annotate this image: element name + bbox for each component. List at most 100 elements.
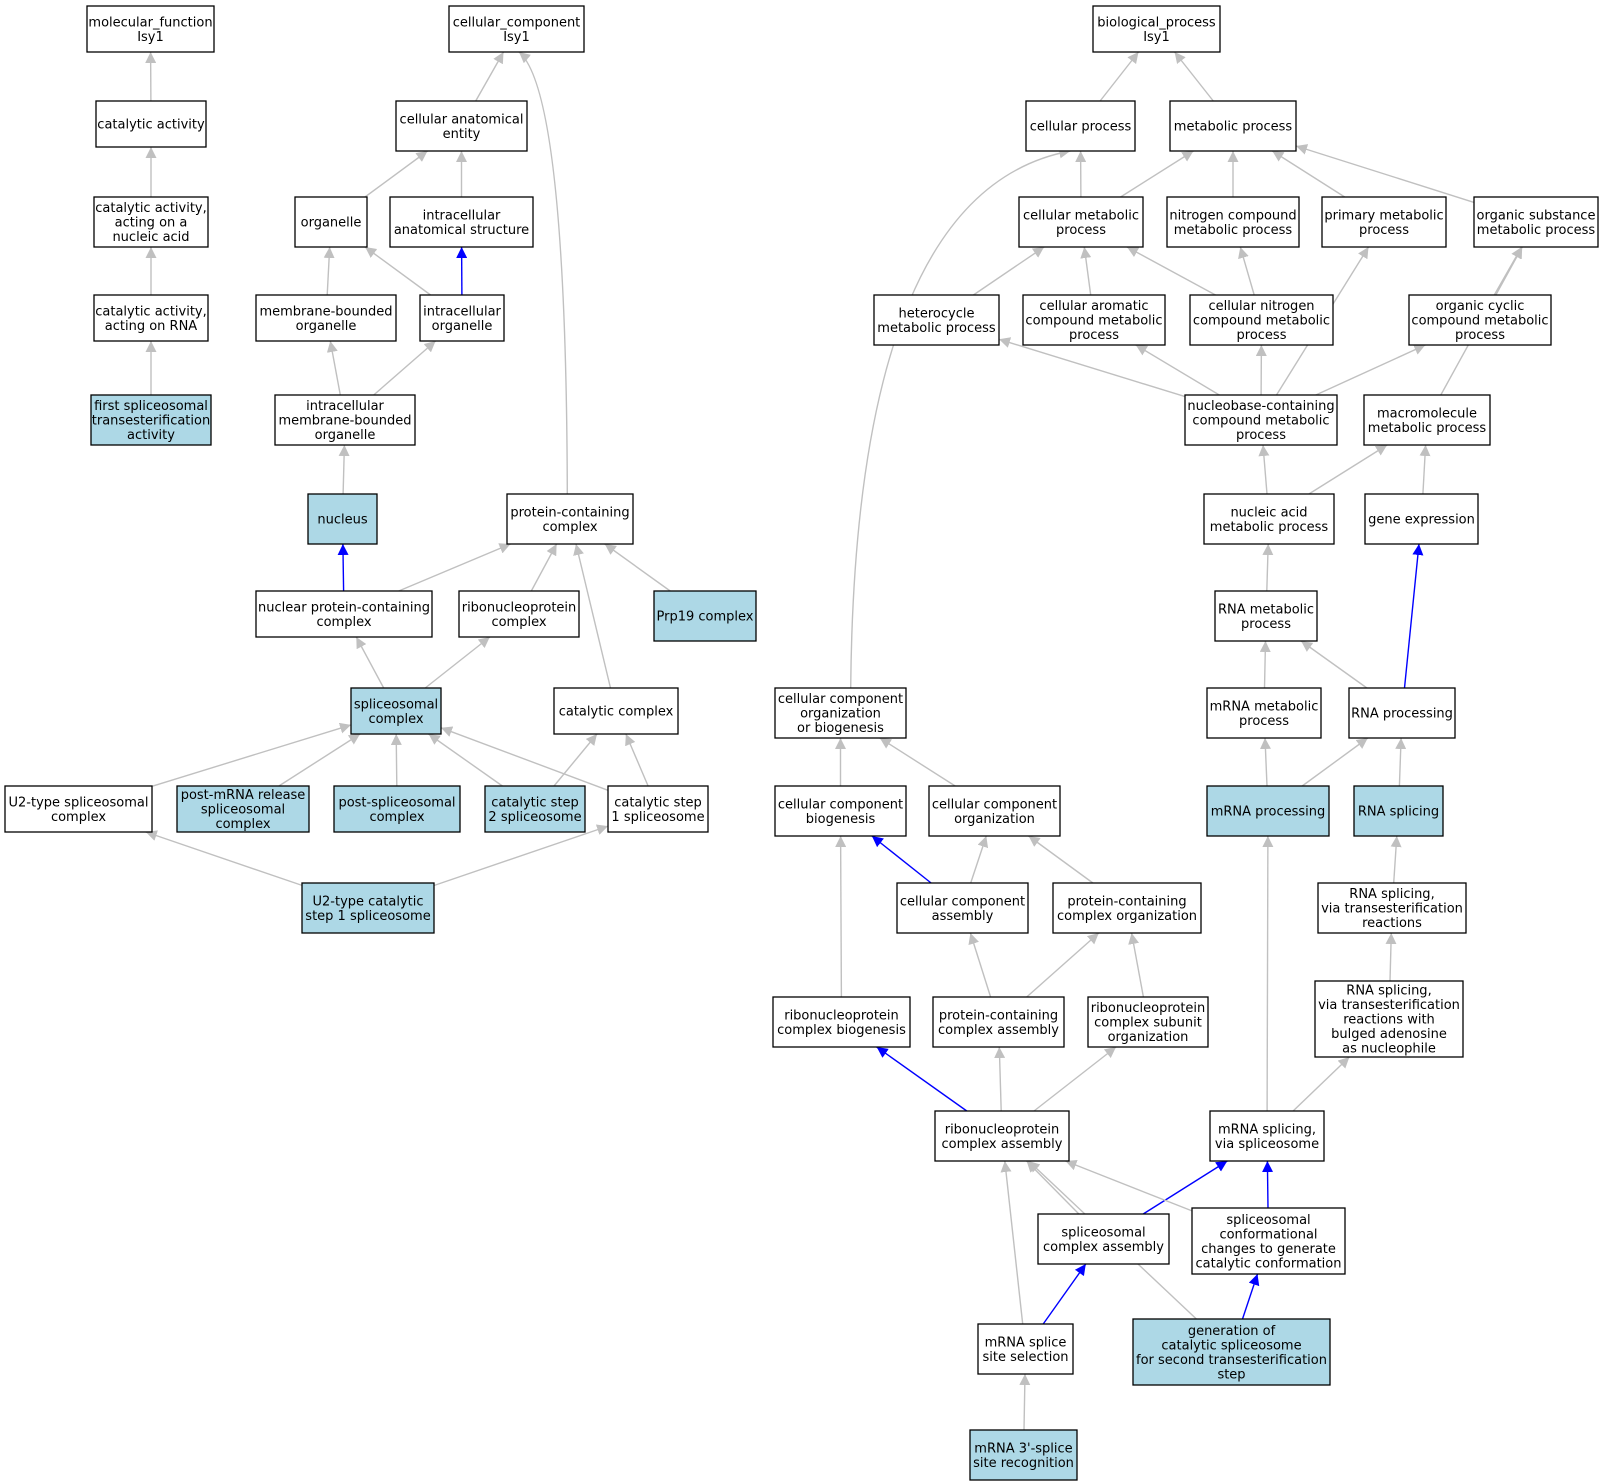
go-term-node-cp[interactable]: cellular process bbox=[1025, 100, 1136, 152]
go-term-node-nuc[interactable]: nucleus bbox=[307, 493, 378, 545]
node-label-line: cellular component bbox=[778, 692, 903, 707]
go-term-node-rspltb[interactable]: RNA splicing,via transesterificationreac… bbox=[1314, 980, 1464, 1058]
node-label-line: acting on a bbox=[115, 216, 188, 231]
edge-line bbox=[998, 337, 1186, 398]
edge-rmp-to-namp bbox=[1262, 543, 1274, 592]
go-term-node-fst[interactable]: first spliceosomaltransesterificationact… bbox=[90, 394, 212, 446]
go-term-node-catrna[interactable]: catalytic activity,acting on RNA bbox=[93, 294, 209, 342]
node-label-line: organization bbox=[1108, 1030, 1189, 1045]
edge-line bbox=[1080, 246, 1092, 296]
edge-line bbox=[1142, 1160, 1228, 1215]
edge-rspltb-to-rsplt bbox=[1385, 932, 1397, 982]
go-term-node-rsplt[interactable]: RNA splicing,via transesterificationreac… bbox=[1317, 882, 1467, 934]
go-term-node-rspl[interactable]: RNA splicing bbox=[1353, 785, 1444, 837]
go-term-node-catc[interactable]: catalytic complex bbox=[553, 687, 679, 735]
go-term-node-prp19[interactable]: Prp19 complex bbox=[653, 590, 757, 642]
node-label-line: RNA splicing, bbox=[1346, 984, 1431, 999]
go-term-node-mp[interactable]: metabolic process bbox=[1169, 100, 1297, 152]
edge-line bbox=[145, 830, 303, 887]
node-label-line: complex bbox=[542, 520, 597, 535]
edge-line bbox=[604, 543, 671, 592]
node-box bbox=[1189, 294, 1334, 346]
node-label-line: entity bbox=[443, 127, 481, 142]
go-term-node-mrsplv[interactable]: mRNA splicing,via spliceosome bbox=[1209, 1110, 1325, 1162]
edge-splca-to-mrsplv bbox=[1142, 1160, 1228, 1215]
edge-cs1-to-splc bbox=[440, 726, 609, 791]
go-term-node-ge[interactable]: gene expression bbox=[1364, 493, 1479, 545]
node-label-line: process bbox=[1236, 428, 1286, 443]
go-term-node-org[interactable]: organelle bbox=[294, 196, 368, 248]
edge-imbo-to-io bbox=[373, 340, 437, 396]
edge-u2cs1-to-u2 bbox=[145, 830, 303, 887]
node-label-line: spliceosomal bbox=[201, 803, 285, 818]
node-label-line: catalytic step bbox=[614, 795, 702, 810]
go-term-node-cat[interactable]: catalytic activity bbox=[95, 100, 207, 148]
go-term-node-rproc[interactable]: RNA processing bbox=[1348, 687, 1456, 739]
node-label-line: metabolic process bbox=[1477, 223, 1596, 238]
edge-cmp-to-mp bbox=[1120, 150, 1194, 198]
node-label-line: cellular component bbox=[778, 797, 903, 812]
edge-line bbox=[1308, 444, 1388, 495]
edge-line bbox=[1300, 640, 1368, 689]
edge-pcca-to-pcco bbox=[1026, 932, 1100, 998]
node-box bbox=[350, 687, 442, 735]
node-label-line: compound metabolic bbox=[1192, 414, 1329, 429]
node-label-line: nitrogen compound bbox=[1169, 208, 1296, 223]
node-box bbox=[294, 196, 368, 248]
node-label-line: conformational bbox=[1219, 1227, 1317, 1242]
edge-rnpca-to-rnpcb bbox=[876, 1046, 968, 1112]
node-label-line: reactions with bbox=[1343, 1013, 1435, 1028]
node-box bbox=[301, 882, 435, 934]
go-term-node-mrproc[interactable]: mRNA processing bbox=[1206, 785, 1330, 837]
edge-pcco-to-cco bbox=[1028, 835, 1094, 884]
node-label-line: organelle bbox=[296, 319, 357, 334]
edge-line bbox=[323, 246, 335, 296]
